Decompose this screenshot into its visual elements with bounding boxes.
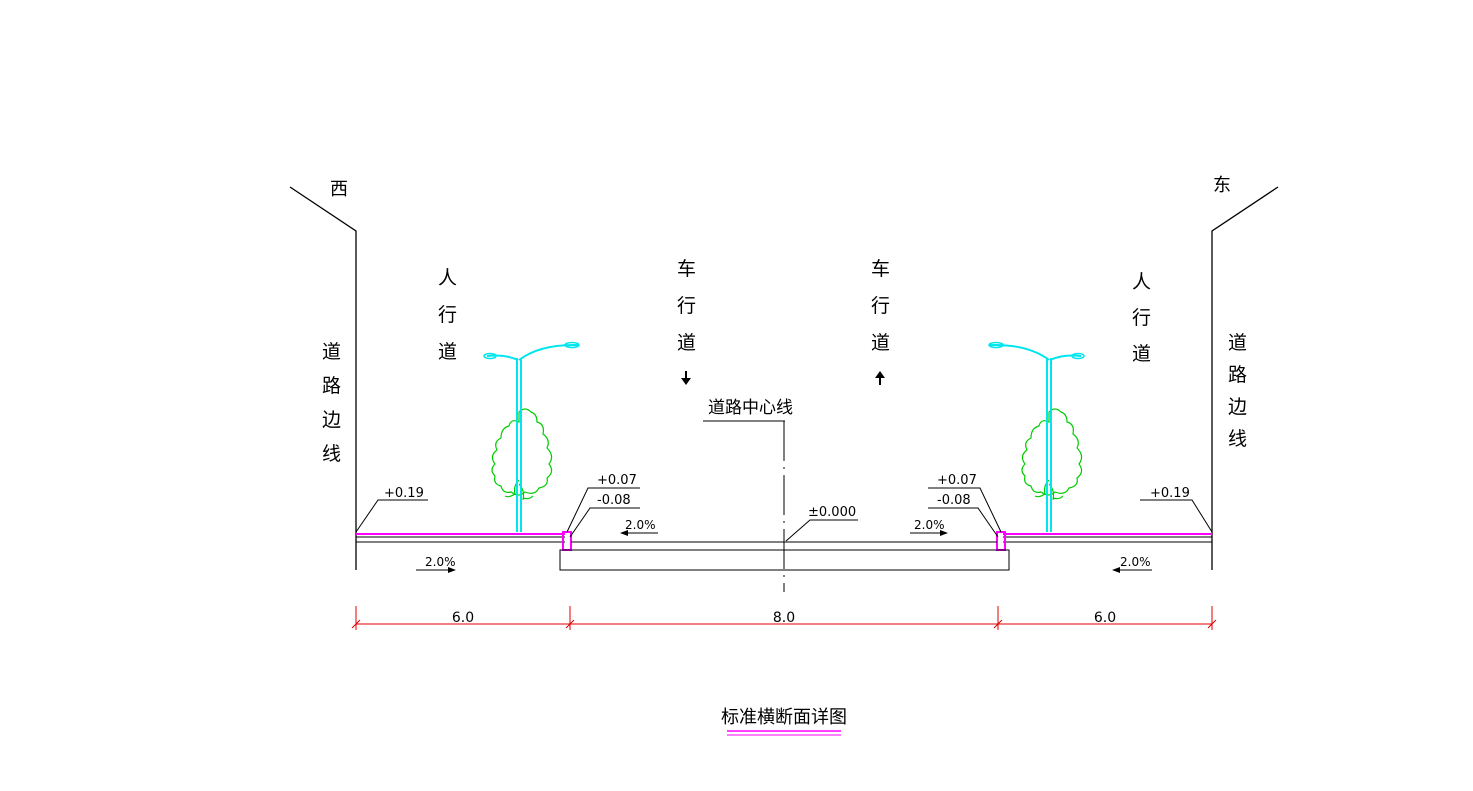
drawing-title: 标准横断面详图	[721, 707, 847, 728]
west-sidewalk-slope-arrow	[416, 567, 456, 573]
tree-east	[1021, 408, 1083, 501]
sidewalk-label-west: 人行道	[438, 267, 457, 363]
up-arrow-icon	[875, 371, 885, 385]
west-sidewalk-slope: 2.0%	[425, 555, 456, 569]
center-elevation: ±0.000	[808, 505, 856, 520]
left-curb-top-leader	[566, 487, 640, 533]
left-carriageway-slope-arrow	[620, 530, 658, 536]
carriageway-label-left: 车行道	[677, 258, 696, 354]
east-sidewalk-slope: 2.0%	[1120, 555, 1151, 569]
tree-west	[491, 408, 553, 501]
east-boundary-line	[1211, 186, 1279, 570]
right-carriageway-slope: 2.0%	[914, 518, 945, 532]
left-curb-bottom-elevation: -0.08	[597, 493, 631, 508]
down-arrow-icon	[681, 371, 691, 385]
centerline-label: 道路中心线	[708, 398, 793, 418]
dimension-east: 6.0	[1094, 610, 1116, 626]
right-curb-bottom-elevation: -0.08	[937, 493, 971, 508]
streetlight-east	[988, 341, 1085, 532]
east-edge-elevation: +0.19	[1150, 486, 1190, 501]
right-carriageway-slope-arrow	[910, 530, 948, 536]
sidewalk-label-east: 人行道	[1132, 271, 1151, 365]
right-curb-top-elevation: +0.07	[937, 473, 977, 488]
road-edge-label-east: 道路边线	[1228, 332, 1247, 450]
west-label: 西	[330, 179, 348, 200]
road-edge-label-west: 道路边线	[322, 341, 341, 465]
dimension-center: 8.0	[773, 610, 795, 626]
right-curb-bottom-leader	[928, 507, 999, 538]
left-curb-top-elevation: +0.07	[597, 473, 637, 488]
east-label: 东	[1213, 175, 1231, 196]
center-elevation-leader	[785, 519, 858, 542]
east-edge-elevation-leader	[1140, 499, 1213, 533]
east-sidewalk-slope-arrow	[1112, 567, 1152, 573]
west-edge-elevation-leader	[355, 499, 428, 533]
streetlight-west	[483, 341, 580, 532]
west-edge-elevation: +0.19	[384, 486, 424, 501]
right-curb-top-leader	[928, 487, 1002, 533]
left-curb-bottom-leader	[569, 507, 640, 538]
dimension-west: 6.0	[452, 610, 474, 626]
west-boundary-line	[289, 186, 357, 570]
left-carriageway-slope: 2.0%	[625, 518, 656, 532]
carriageway-label-right: 车行道	[871, 258, 890, 354]
dimension-line	[351, 606, 1217, 630]
